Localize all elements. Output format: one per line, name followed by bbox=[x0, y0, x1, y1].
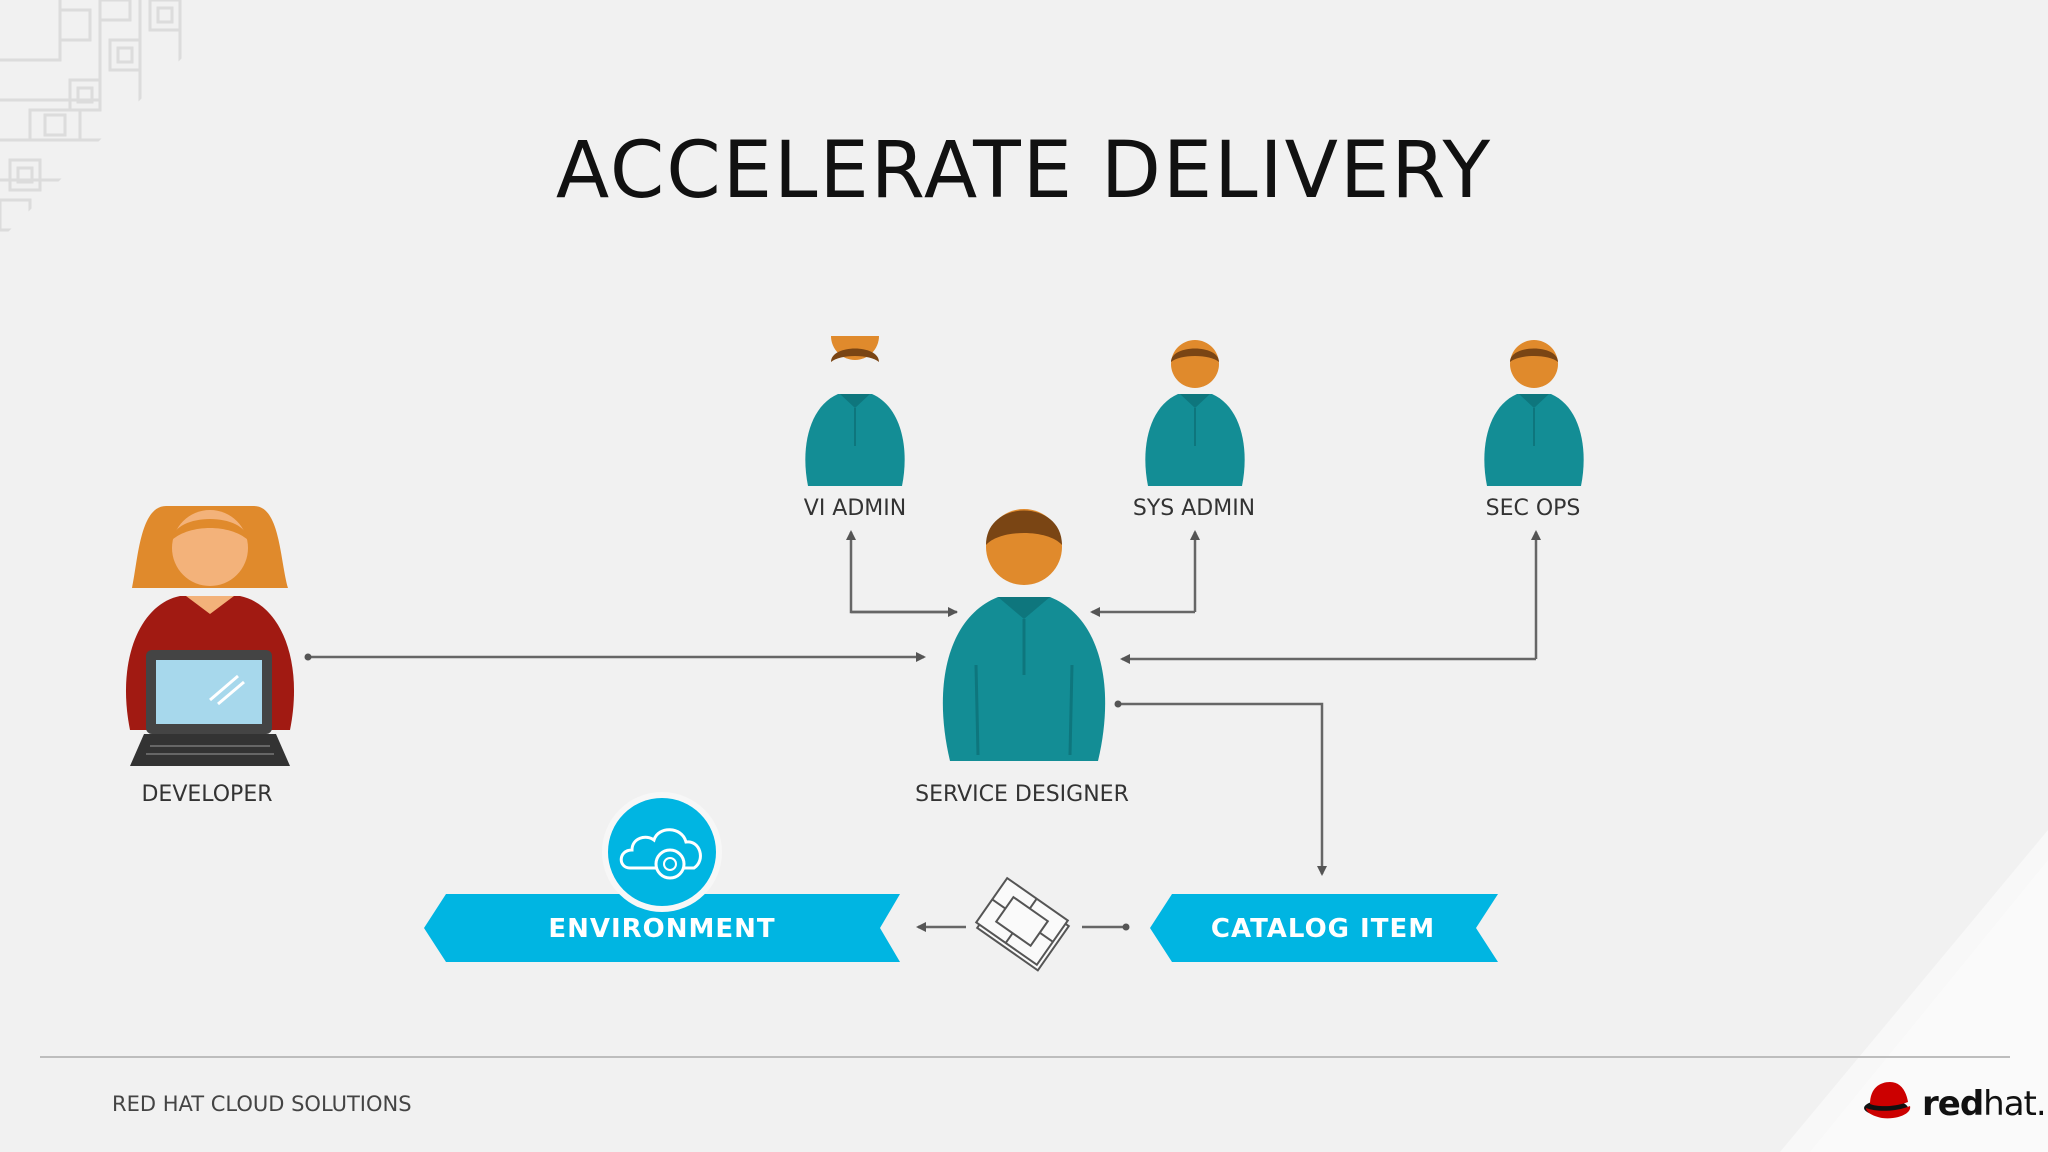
footer-text: RED HAT CLOUD SOLUTIONS bbox=[112, 1092, 412, 1116]
sys-admin-label: SYS ADMIN bbox=[1132, 496, 1256, 521]
brand-bold: red bbox=[1922, 1084, 1984, 1124]
service-designer-figure bbox=[942, 509, 1106, 761]
sec-ops-label: SEC OPS bbox=[1485, 496, 1581, 521]
developer-label: DEVELOPER bbox=[141, 782, 273, 807]
catalog-item-label: CATALOG ITEM bbox=[1210, 914, 1436, 944]
sys-admin-figure bbox=[1145, 340, 1245, 486]
catalog-item-banner bbox=[1150, 894, 1498, 962]
vi-admin-label: VI ADMIN bbox=[803, 496, 907, 521]
developer-figure bbox=[125, 506, 295, 766]
corner-pattern bbox=[0, 0, 182, 232]
redhat-logo-icon bbox=[1864, 1082, 1911, 1119]
blueprint-icon bbox=[974, 876, 1071, 972]
environment-banner bbox=[424, 894, 900, 962]
environment-label: ENVIRONMENT bbox=[548, 914, 776, 944]
brand-name: redhat. bbox=[1922, 1084, 2047, 1124]
sec-ops-figure bbox=[1484, 340, 1584, 486]
page-title: ACCELERATE DELIVERY bbox=[555, 126, 1493, 216]
service-designer-label: SERVICE DESIGNER bbox=[915, 782, 1129, 807]
brand-light: hat. bbox=[1983, 1084, 2047, 1124]
cloud-gear-icon bbox=[602, 792, 722, 912]
arrow-designer-to-catalog bbox=[1118, 702, 1327, 876]
vi-admin-figure bbox=[805, 336, 905, 486]
footer-divider bbox=[40, 1056, 2010, 1058]
